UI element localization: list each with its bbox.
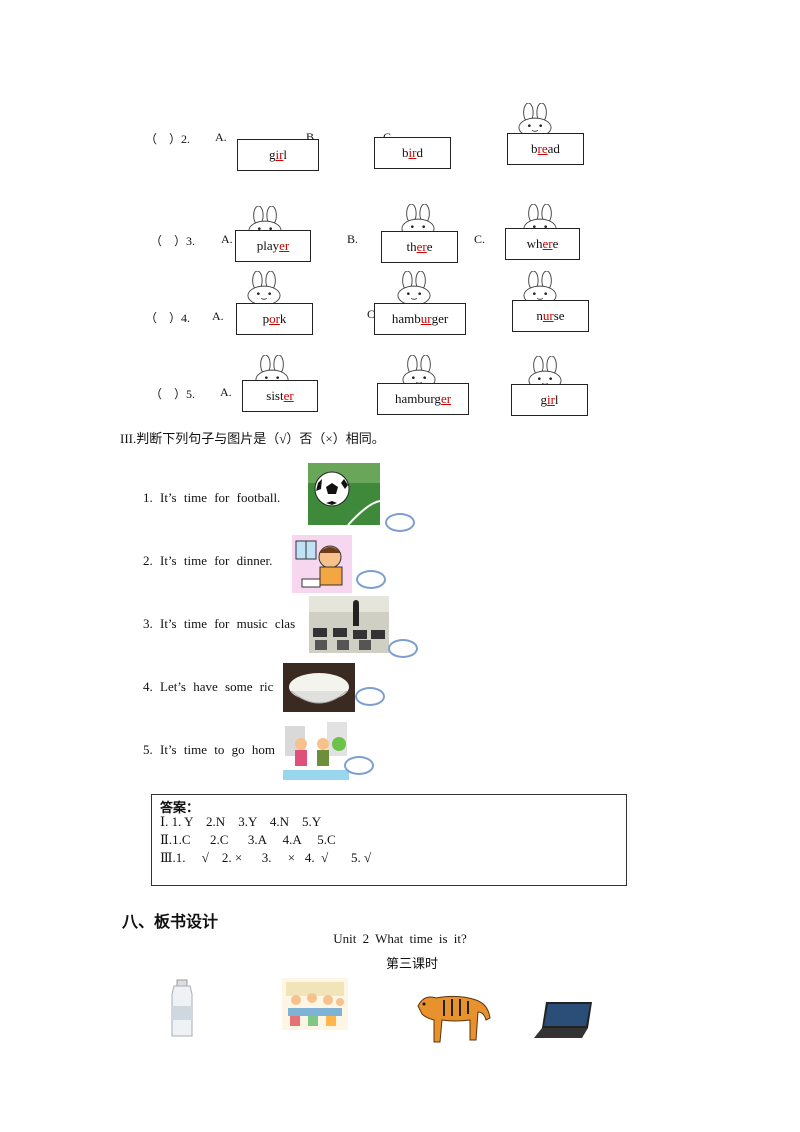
- sentence-5: 5. It’s time to go hom: [143, 742, 275, 757]
- laptop-icon: [534, 1002, 592, 1038]
- option-c-label: C.: [474, 232, 486, 246]
- option-b-label: B.: [306, 130, 318, 144]
- classroom-lunch-icon: [282, 978, 348, 1030]
- sentence-1: 1. It’s time for football.: [143, 490, 281, 505]
- rice-image: [283, 663, 355, 712]
- water-bottle-icon: [171, 979, 193, 1037]
- answer-circle[interactable]: [344, 756, 374, 775]
- question-5-number: （ ）5.: [150, 387, 196, 401]
- question-4-number: （ ）4.: [145, 311, 191, 325]
- option-c-label: C.: [367, 307, 379, 321]
- section-8-title: 八、板书设计: [122, 912, 219, 931]
- answer-line-1: Ⅰ. 1. Y 2.N 3.Y 4.N 5.Y: [160, 814, 322, 829]
- answer-line-3: Ⅲ.1. √ 2. × 3. × 4. √ 5. √: [160, 850, 372, 865]
- answer-circle[interactable]: [385, 513, 415, 532]
- dinner-image: [292, 535, 352, 593]
- sentence-2: 2. It’s time for dinner.: [143, 553, 273, 568]
- tiger-icon: [417, 995, 491, 1043]
- sentence-4: 4. Let’s have some ric: [143, 679, 274, 694]
- football-image: [308, 463, 380, 525]
- bunny-icon: [518, 103, 552, 137]
- go-home-image: [283, 718, 349, 780]
- bunny-icon: [247, 271, 281, 305]
- music-class-image: [309, 596, 389, 653]
- section-3-title: III.判断下列句子与图片是（√）否（×）相同。: [120, 431, 385, 446]
- option-a-label: A.: [215, 130, 227, 144]
- answer-line-2: Ⅱ.1.C 2.C 3.A 4.A 5.C: [160, 832, 336, 847]
- question-3-number: （ ）3.: [150, 234, 196, 248]
- answer-circle[interactable]: [356, 570, 386, 589]
- option-b-label: B.: [347, 232, 359, 246]
- answer-box: 答案： Ⅰ. 1. Y 2.N 3.Y 4.N 5.Y Ⅱ.1.C 2.C 3.…: [151, 794, 627, 886]
- answer-title: 答案：: [160, 800, 200, 815]
- answer-circle[interactable]: [355, 687, 385, 706]
- board-subtitle: 第三课时: [385, 956, 438, 971]
- sentence-3: 3. It’s time for music clas: [143, 616, 296, 631]
- question-2-number: （ ）2.: [145, 132, 191, 146]
- option-a-label: A.: [212, 309, 224, 323]
- bunny-icon: [397, 271, 431, 305]
- answer-circle[interactable]: [388, 639, 418, 658]
- option-a-label: A.: [220, 385, 232, 399]
- board-title: Unit 2 What time is it?: [333, 931, 467, 946]
- option-a-label: A.: [221, 232, 233, 246]
